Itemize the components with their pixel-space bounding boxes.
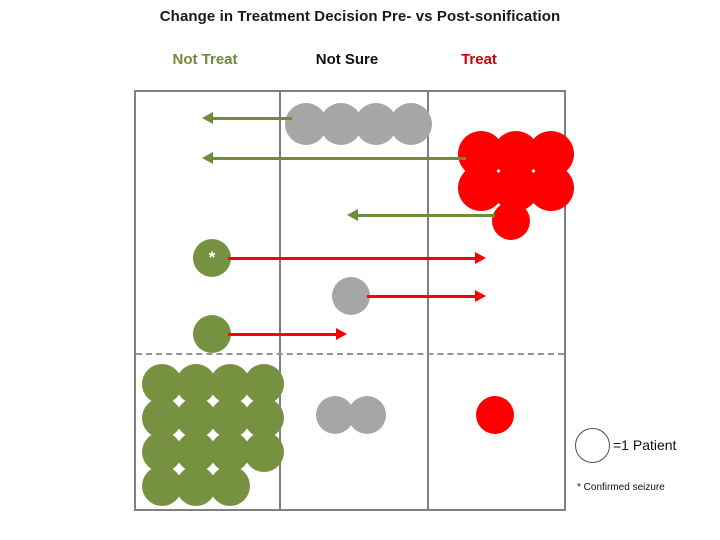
arrow-treat-to-not-treat	[202, 151, 466, 165]
legend-circle-icon	[575, 428, 610, 463]
arrow-treat-to-not-sure	[347, 208, 495, 222]
column-divider-1	[279, 92, 281, 509]
changed-unchanged-divider	[136, 353, 564, 355]
page-title: Change in Treatment Decision Pre- vs Pos…	[159, 8, 561, 25]
legend-footnote: * Confirmed seizure	[577, 482, 665, 493]
dot-not-sure-to-not-treat-4	[390, 103, 432, 145]
column-header-not-treat: Not Treat	[172, 51, 238, 68]
legend-unit-label: =1 Patient	[613, 437, 677, 453]
column-header-not-sure: Not Sure	[315, 51, 379, 68]
arrow-treat-to-not-treat-head	[202, 152, 213, 164]
column-header-treat: Treat	[461, 51, 497, 68]
dot-unchanged-not-treat-7	[210, 398, 250, 438]
dot-unchanged-not-treat-15	[210, 466, 250, 506]
arrow-not-sure-to-not-treat-shaft	[212, 116, 292, 120]
dot-unchanged-not-treat-3	[210, 364, 250, 404]
dot-unchanged-not-sure-2	[348, 396, 386, 434]
arrow-not-treat-to-treat-head	[475, 252, 486, 264]
dot-unchanged-treat-1	[476, 396, 514, 434]
arrow-not-treat-to-treat	[228, 251, 486, 265]
dot-not-treat-to-treat-1	[193, 239, 231, 277]
dot-not-treat-to-not-sure-1	[193, 315, 231, 353]
dot-treat-to-not-treat-6	[528, 165, 574, 211]
dot-unchanged-not-sure-1	[316, 396, 354, 434]
dot-unchanged-not-treat-5	[142, 398, 182, 438]
column-divider-2	[427, 92, 429, 509]
dot-unchanged-not-treat-4	[244, 364, 284, 404]
arrow-treat-to-not-treat-shaft	[212, 156, 466, 160]
dot-not-sure-to-treat-1	[332, 277, 370, 315]
dot-unchanged-not-treat-10	[176, 432, 216, 472]
plot-area: *	[134, 90, 574, 511]
arrow-treat-to-not-sure-head	[347, 209, 358, 221]
arrow-not-treat-to-not-sure	[228, 327, 347, 341]
dot-unchanged-not-treat-12	[244, 432, 284, 472]
arrow-not-sure-to-not-treat-head	[202, 112, 213, 124]
arrow-treat-to-not-sure-shaft	[357, 213, 495, 217]
arrow-not-treat-to-not-sure-head	[336, 328, 347, 340]
dot-unchanged-not-treat-2	[176, 364, 216, 404]
dot-unchanged-not-treat-1	[142, 364, 182, 404]
arrow-not-sure-to-treat-shaft	[367, 294, 476, 298]
dot-unchanged-not-treat-11	[210, 432, 250, 472]
dot-unchanged-not-treat-8	[244, 398, 284, 438]
dot-treat-to-not-sure-1	[492, 202, 530, 240]
dot-unchanged-not-treat-14	[176, 466, 216, 506]
dot-unchanged-not-treat-6	[176, 398, 216, 438]
arrow-not-sure-to-treat	[367, 289, 486, 303]
dot-unchanged-not-treat-13	[142, 466, 182, 506]
arrow-not-sure-to-treat-head	[475, 290, 486, 302]
arrow-not-sure-to-not-treat	[202, 111, 292, 125]
arrow-not-treat-to-treat-shaft	[228, 256, 476, 260]
arrow-not-treat-to-not-sure-shaft	[228, 332, 337, 336]
dot-unchanged-not-treat-9	[142, 432, 182, 472]
